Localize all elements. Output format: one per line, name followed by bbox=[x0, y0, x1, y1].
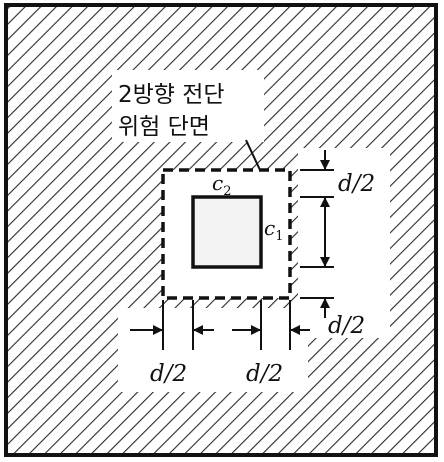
bottom-right-half-d-label: d/2 bbox=[246, 361, 283, 387]
critical-section-label-line1: 2방향 전단 bbox=[118, 82, 225, 108]
bottom-dimensions bbox=[130, 300, 310, 350]
bottom-dimension-band bbox=[118, 308, 308, 392]
bottom-left-half-d-label: d/2 bbox=[150, 361, 187, 387]
critical-section-label-line2: 위험 단면 bbox=[118, 114, 210, 140]
label-leader-line bbox=[245, 139, 261, 171]
c2-label: c2 bbox=[212, 171, 231, 199]
slab-border bbox=[4, 3, 438, 457]
c1-label: c1 bbox=[264, 216, 283, 244]
right-bottom-half-d-label: d/2 bbox=[328, 313, 365, 339]
right-dimension-band bbox=[298, 148, 390, 338]
column bbox=[191, 195, 263, 269]
label-background bbox=[112, 70, 264, 142]
right-dimensions bbox=[300, 150, 334, 318]
slab bbox=[4, 3, 438, 457]
right-top-half-d-label: d/2 bbox=[338, 171, 375, 197]
